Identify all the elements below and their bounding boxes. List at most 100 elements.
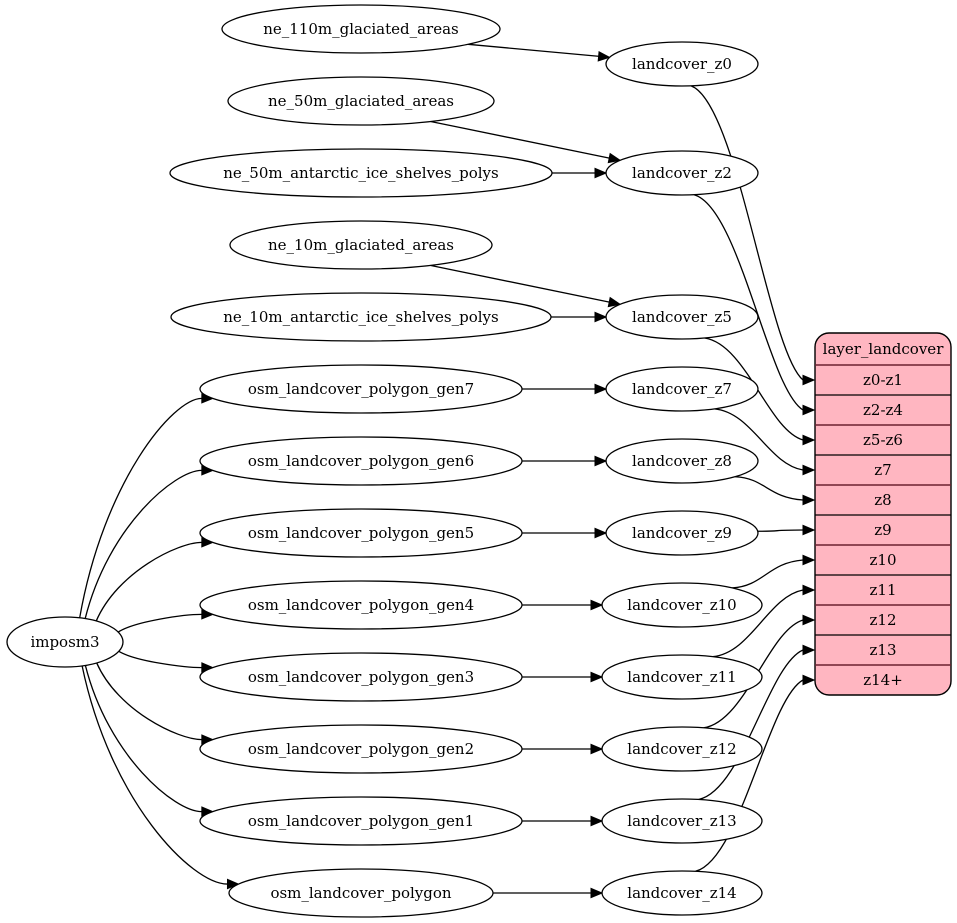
node-label-landcover_z9: landcover_z9 (632, 524, 732, 542)
edge-arrowhead (802, 494, 816, 506)
node-label-osm_landcover_polygon: osm_landcover_polygon (270, 884, 451, 902)
edge-arrowhead (802, 374, 816, 386)
layer-table-row-z12[interactable]: z12 (870, 611, 897, 629)
edge-arrowhead (594, 527, 608, 539)
edge-landcover_z2-to-layer_landcover-z2-z4[interactable] (693, 194, 804, 411)
edge-imposm3-to-osm_landcover_polygon_gen2[interactable] (96, 662, 202, 741)
layer-table-row-z13[interactable]: z13 (870, 641, 897, 659)
layer-table-row-z9[interactable]: z9 (874, 521, 891, 539)
node-osm_landcover_polygon_gen4[interactable]: osm_landcover_polygon_gen4 (199, 580, 523, 630)
edge-arrowhead (590, 599, 604, 611)
node-landcover_z7[interactable]: landcover_z7 (605, 366, 759, 412)
edge-arrowhead (607, 296, 622, 308)
edge-landcover_z7-to-layer_landcover-z7[interactable] (714, 408, 804, 471)
edge-arrowhead (590, 671, 604, 683)
node-label-landcover_z8: landcover_z8 (632, 452, 732, 470)
node-osm_landcover_polygon_gen7[interactable]: osm_landcover_polygon_gen7 (199, 364, 523, 414)
node-osm_landcover_polygon_gen5[interactable]: osm_landcover_polygon_gen5 (199, 508, 523, 558)
node-landcover_z5[interactable]: landcover_z5 (605, 294, 759, 340)
node-landcover_z12[interactable]: landcover_z12 (601, 726, 763, 772)
layer-table-row-z0-z1[interactable]: z0-z1 (863, 371, 903, 389)
node-label-ne_50m_glaciated_areas: ne_50m_glaciated_areas (268, 92, 454, 110)
edge-ne_50m_glaciated_areas-to-landcover_z2[interactable] (430, 120, 611, 159)
layer-table-row-z10[interactable]: z10 (870, 551, 897, 569)
node-label-ne_10m_glaciated_areas: ne_10m_glaciated_areas (268, 236, 454, 254)
node-label-landcover_z14: landcover_z14 (627, 884, 736, 902)
node-label-ne_110m_glaciated_areas: ne_110m_glaciated_areas (263, 20, 459, 38)
node-osm_landcover_polygon_gen1[interactable]: osm_landcover_polygon_gen1 (199, 796, 523, 846)
node-label-osm_landcover_polygon_gen5: osm_landcover_polygon_gen5 (248, 524, 474, 542)
node-landcover_z11[interactable]: landcover_z11 (601, 654, 763, 700)
node-label-ne_10m_antarctic_ice_shelves_polys: ne_10m_antarctic_ice_shelves_polys (223, 308, 498, 326)
edge-arrowhead (607, 152, 622, 164)
node-osm_landcover_polygon_gen6[interactable]: osm_landcover_polygon_gen6 (199, 436, 523, 486)
layer-table-row-z2-z4[interactable]: z2-z4 (863, 401, 903, 419)
edge-landcover_z8-to-layer_landcover-z8[interactable] (735, 476, 804, 501)
edge-landcover_z9-to-layer_landcover-z9[interactable] (757, 529, 804, 532)
edge-landcover_z13-to-layer_landcover-z13[interactable] (698, 649, 804, 801)
edge-landcover_z11-to-layer_landcover-z11[interactable] (712, 589, 804, 658)
node-landcover_z14[interactable]: landcover_z14 (601, 870, 763, 916)
layer-table-node[interactable]: layer_landcover z0-z1 z2-z4 z5-z6 z7 z8 z9 z10 z… (814, 332, 952, 696)
edge-imposm3-to-osm_landcover_polygon_gen4[interactable] (117, 613, 202, 633)
layer-table-row-z5-z6[interactable]: z5-z6 (863, 431, 903, 449)
node-ne_50m_glaciated_areas[interactable]: ne_50m_glaciated_areas (227, 76, 495, 126)
edge-arrowhead (590, 815, 604, 827)
edge-ne_10m_glaciated_areas-to-landcover_z5[interactable] (430, 264, 611, 303)
node-landcover_z8[interactable]: landcover_z8 (605, 438, 759, 484)
edge-landcover_z0-to-layer_landcover-z0-z1[interactable] (690, 85, 804, 381)
node-label-landcover_z5: landcover_z5 (632, 308, 732, 326)
node-landcover_z2[interactable]: landcover_z2 (605, 150, 759, 196)
node-imposm3[interactable]: imposm3 (6, 616, 124, 668)
edge-arrowhead (802, 434, 816, 446)
edge-arrowhead (594, 383, 608, 395)
edge-arrowhead (597, 50, 611, 62)
layer-table-row-z11[interactable]: z11 (870, 581, 897, 599)
edge-arrowhead (594, 167, 608, 179)
edge-imposm3-to-osm_landcover_polygon_gen6[interactable] (84, 469, 202, 619)
node-osm_landcover_polygon[interactable]: osm_landcover_polygon (228, 868, 494, 918)
edge-landcover_z14-to-layer_landcover-z14+[interactable] (695, 679, 804, 872)
node-landcover_z10[interactable]: landcover_z10 (601, 582, 763, 628)
node-label-landcover_z10: landcover_z10 (627, 596, 736, 614)
node-label-landcover_z2: landcover_z2 (632, 164, 732, 182)
edge-landcover_z10-to-layer_landcover-z10[interactable] (732, 559, 804, 589)
edge-arrowhead (802, 524, 816, 536)
layer-table-row-z8[interactable]: z8 (874, 491, 891, 509)
node-label-osm_landcover_polygon_gen6: osm_landcover_polygon_gen6 (248, 452, 474, 470)
layer-table-row-z7[interactable]: z7 (874, 461, 891, 479)
node-label-landcover_z11: landcover_z11 (627, 668, 736, 686)
node-layer: ne_110m_glaciated_areas ne_50m_glaciated_… (6, 4, 763, 918)
node-ne_50m_antarctic_ice_shelves_polys[interactable]: ne_50m_antarctic_ice_shelves_polys (169, 148, 553, 198)
edge-arrowhead (590, 887, 604, 899)
node-ne_10m_antarctic_ice_shelves_polys[interactable]: ne_10m_antarctic_ice_shelves_polys (170, 292, 552, 342)
node-osm_landcover_polygon_gen2[interactable]: osm_landcover_polygon_gen2 (199, 724, 523, 774)
edge-arrowhead (594, 311, 608, 323)
node-label-osm_landcover_polygon_gen1: osm_landcover_polygon_gen1 (248, 812, 474, 830)
node-ne_10m_glaciated_areas[interactable]: ne_10m_glaciated_areas (229, 220, 493, 270)
layer-table-row-z14+[interactable]: z14+ (863, 671, 903, 689)
node-label-landcover_z7: landcover_z7 (632, 380, 732, 398)
node-label-landcover_z12: landcover_z12 (627, 740, 736, 758)
node-label-osm_landcover_polygon_gen4: osm_landcover_polygon_gen4 (248, 596, 474, 614)
layer-table-title: layer_landcover (823, 340, 945, 358)
edge-imposm3-to-osm_landcover_polygon_gen1[interactable] (84, 665, 202, 813)
edge-imposm3-to-osm_landcover_polygon_gen5[interactable] (95, 541, 202, 622)
node-osm_landcover_polygon_gen3[interactable]: osm_landcover_polygon_gen3 (199, 652, 523, 702)
node-label-imposm3: imposm3 (30, 633, 99, 651)
node-label-osm_landcover_polygon_gen2: osm_landcover_polygon_gen2 (248, 740, 474, 758)
node-landcover_z0[interactable]: landcover_z0 (605, 41, 759, 87)
node-landcover_z9[interactable]: landcover_z9 (605, 510, 759, 556)
node-label-landcover_z13: landcover_z13 (627, 812, 736, 830)
edge-imposm3-to-osm_landcover_polygon_gen7[interactable] (79, 397, 202, 618)
node-landcover_z13[interactable]: landcover_z13 (601, 798, 763, 844)
edge-arrowhead (802, 674, 816, 686)
edge-ne_110m_glaciated_areas-to-landcover_z0[interactable] (468, 43, 600, 58)
edge-arrowhead (802, 584, 816, 596)
edge-imposm3-to-osm_landcover_polygon_gen3[interactable] (118, 650, 202, 669)
edge-arrowhead (802, 614, 816, 626)
edge-imposm3-to-osm_landcover_polygon[interactable] (81, 665, 228, 885)
node-label-osm_landcover_polygon_gen3: osm_landcover_polygon_gen3 (248, 668, 474, 686)
node-ne_110m_glaciated_areas[interactable]: ne_110m_glaciated_areas (221, 4, 501, 54)
